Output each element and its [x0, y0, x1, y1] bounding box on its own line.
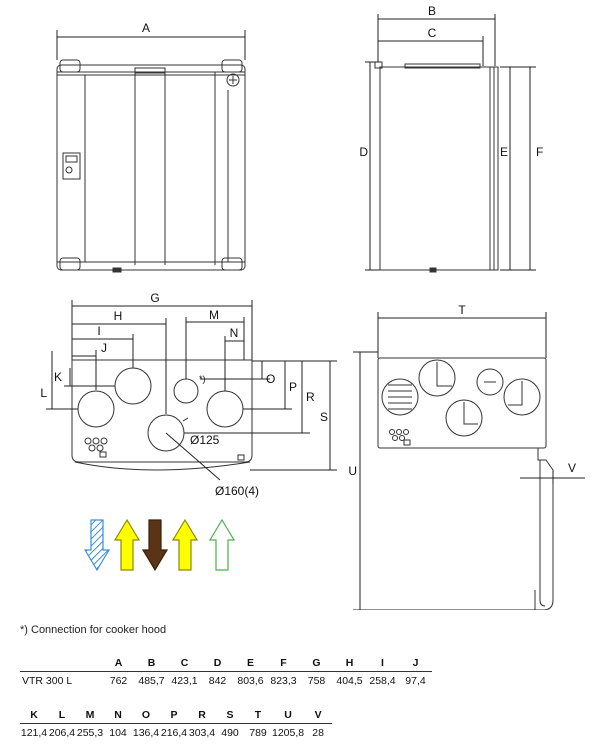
table1-cell: 823,3 — [270, 675, 297, 687]
dim-label-b: B — [428, 4, 436, 18]
cooker-hood-arrow — [208, 518, 236, 571]
dimension-table-1: A B C D E F G H I J VTR 300 L 762 485,7 … — [20, 657, 432, 687]
technical-drawing: A B C D E F G H I J K L M N O P R S T U … — [40, 4, 585, 610]
table1-cell: 758 — [307, 675, 326, 687]
rear-view — [377, 357, 554, 610]
diameter-125-label: Ø125 — [190, 433, 220, 447]
table2-header: T — [254, 709, 262, 721]
table1-header: D — [213, 657, 222, 669]
dim-label-l: L — [40, 386, 47, 400]
dim-label-e: E — [500, 145, 508, 159]
dim-label-t: T — [458, 303, 466, 317]
dim-label-p: P — [289, 380, 297, 394]
table2-cell: 1205,8 — [272, 727, 305, 739]
table2-cell: 789 — [249, 727, 267, 739]
table1-header: G — [312, 657, 321, 669]
table-row: 121,4 206,4 255,3 104 136,4 216,4 303,4 … — [20, 724, 332, 739]
table2-cell: 490 — [221, 727, 239, 739]
dim-label-d: D — [359, 145, 368, 159]
dim-label-j: J — [101, 341, 107, 355]
table1-header: B — [147, 657, 156, 669]
dim-label-r: R — [306, 390, 315, 404]
table1-cell: 97,4 — [405, 675, 426, 687]
table2-cell: 255,3 — [76, 727, 104, 739]
table2-header: U — [284, 709, 292, 721]
table2-header: M — [85, 709, 95, 721]
table1-cell: 803,6 — [237, 675, 264, 687]
dim-label-v: V — [568, 461, 576, 475]
table1-header: H — [345, 657, 354, 669]
airflow-arrows — [83, 518, 236, 572]
dim-label-n: N — [230, 326, 239, 340]
dim-label-f: F — [536, 145, 543, 159]
table2-cell: 28 — [312, 727, 324, 739]
dimension-lines — [46, 14, 585, 610]
table1-cell: 842 — [208, 675, 227, 687]
table2-header: R — [198, 709, 206, 721]
dim-label-m: M — [209, 308, 219, 322]
table2-cell: 136,4 — [132, 727, 160, 739]
dim-label-k: K — [54, 370, 62, 384]
table2-header: K — [30, 709, 38, 721]
table2-header: L — [58, 709, 66, 721]
side-view — [374, 61, 499, 273]
table1-cell: 258,4 — [369, 675, 396, 687]
dim-label-i: I — [97, 324, 100, 338]
table1-cell: 404,5 — [336, 675, 363, 687]
table1-header: I — [381, 657, 384, 669]
table2-cell: 216,4 — [160, 727, 188, 739]
table2-header: V — [314, 709, 322, 721]
table1-cell: 423,1 — [171, 675, 198, 687]
table2-header: O — [141, 709, 151, 721]
diameter-160-label: Ø160(4) — [215, 484, 259, 498]
table2-header: P — [170, 709, 178, 721]
cooker-hood-mark: *) — [199, 374, 206, 384]
table1-header: F — [280, 657, 287, 669]
extract-air-arrow — [141, 519, 169, 572]
dim-label-o: O — [266, 372, 275, 386]
table-row: VTR 300 L 762 485,7 423,1 842 803,6 823,… — [20, 672, 432, 687]
dim-label-a: A — [142, 21, 150, 35]
model-name: VTR 300 L — [22, 675, 73, 687]
table2-cell: 303,4 — [188, 727, 216, 739]
table2-cell: 121,4 — [20, 727, 48, 739]
dim-label-u: U — [348, 464, 357, 478]
table1-header: A — [114, 657, 123, 669]
table2-header: N — [114, 709, 122, 721]
dim-label-c: C — [428, 26, 437, 40]
supply-air-arrow — [113, 518, 141, 571]
outdoor-air-arrow — [83, 519, 111, 572]
table1-header: C — [180, 657, 189, 669]
dim-label-s: S — [320, 410, 328, 424]
footnote: *) Connection for cooker hood — [20, 624, 167, 636]
table2-cell: 104 — [109, 727, 127, 739]
exhaust-air-arrow — [171, 518, 199, 571]
dimension-table-2: K L M N O P R S T U V 121,4 206,4 255,3 … — [20, 709, 333, 739]
table1-cell: 762 — [109, 675, 128, 687]
table1-header: E — [246, 657, 254, 669]
table1-header — [20, 657, 102, 672]
dim-label-h: H — [114, 309, 123, 323]
table1-cell: 485,7 — [138, 675, 165, 687]
dim-label-g: G — [150, 291, 159, 305]
table2-header: S — [226, 709, 234, 721]
table2-cell: 206,4 — [48, 727, 76, 739]
front-view — [56, 59, 246, 273]
table1-header: J — [412, 657, 419, 669]
